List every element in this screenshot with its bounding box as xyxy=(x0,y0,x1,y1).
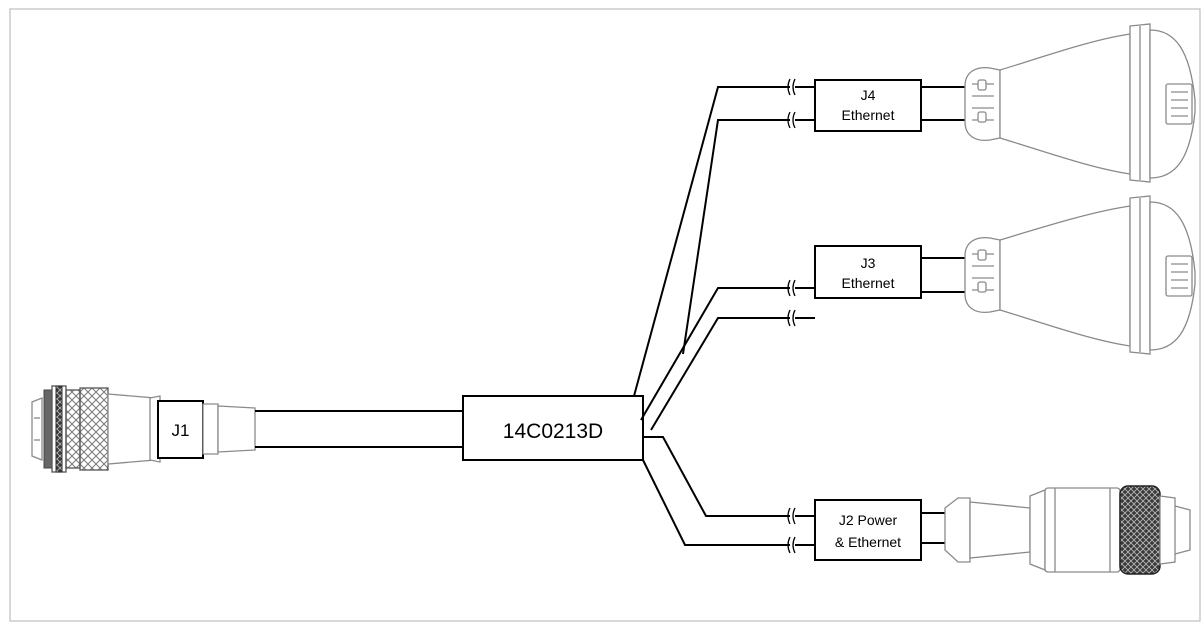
j2-power-ethernet-connector xyxy=(944,485,1191,575)
j1-label: J1 xyxy=(172,421,190,440)
j3-label-box: J3 Ethernet xyxy=(814,245,922,299)
break-symbol-j4 xyxy=(787,78,796,129)
j2-label-box: J2 Power & Ethernet xyxy=(814,499,922,561)
main-box-label: 14C0213D xyxy=(503,420,603,443)
break-symbol-j3 xyxy=(787,279,796,327)
j1-label-sleeve: J1 xyxy=(157,400,204,459)
break-symbol-j2 xyxy=(787,507,796,554)
j4-label-line1: J4 xyxy=(861,87,876,103)
drawing-frame xyxy=(9,8,1201,622)
j4-label-box: J4 Ethernet xyxy=(814,79,922,132)
branch-cables xyxy=(633,86,790,546)
j4-ethernet-connector xyxy=(964,23,1196,183)
j3-label-line2: Ethernet xyxy=(842,275,895,291)
j2-label-line1: J2 Power xyxy=(839,512,898,528)
j4-label-line2: Ethernet xyxy=(842,107,895,123)
j2-label-line2: & Ethernet xyxy=(835,534,901,550)
j3-ethernet-connector xyxy=(964,195,1196,355)
j1-connector xyxy=(31,385,161,473)
j3-label-line1: J3 xyxy=(861,255,876,271)
main-junction-box: 14C0213D xyxy=(462,395,644,461)
